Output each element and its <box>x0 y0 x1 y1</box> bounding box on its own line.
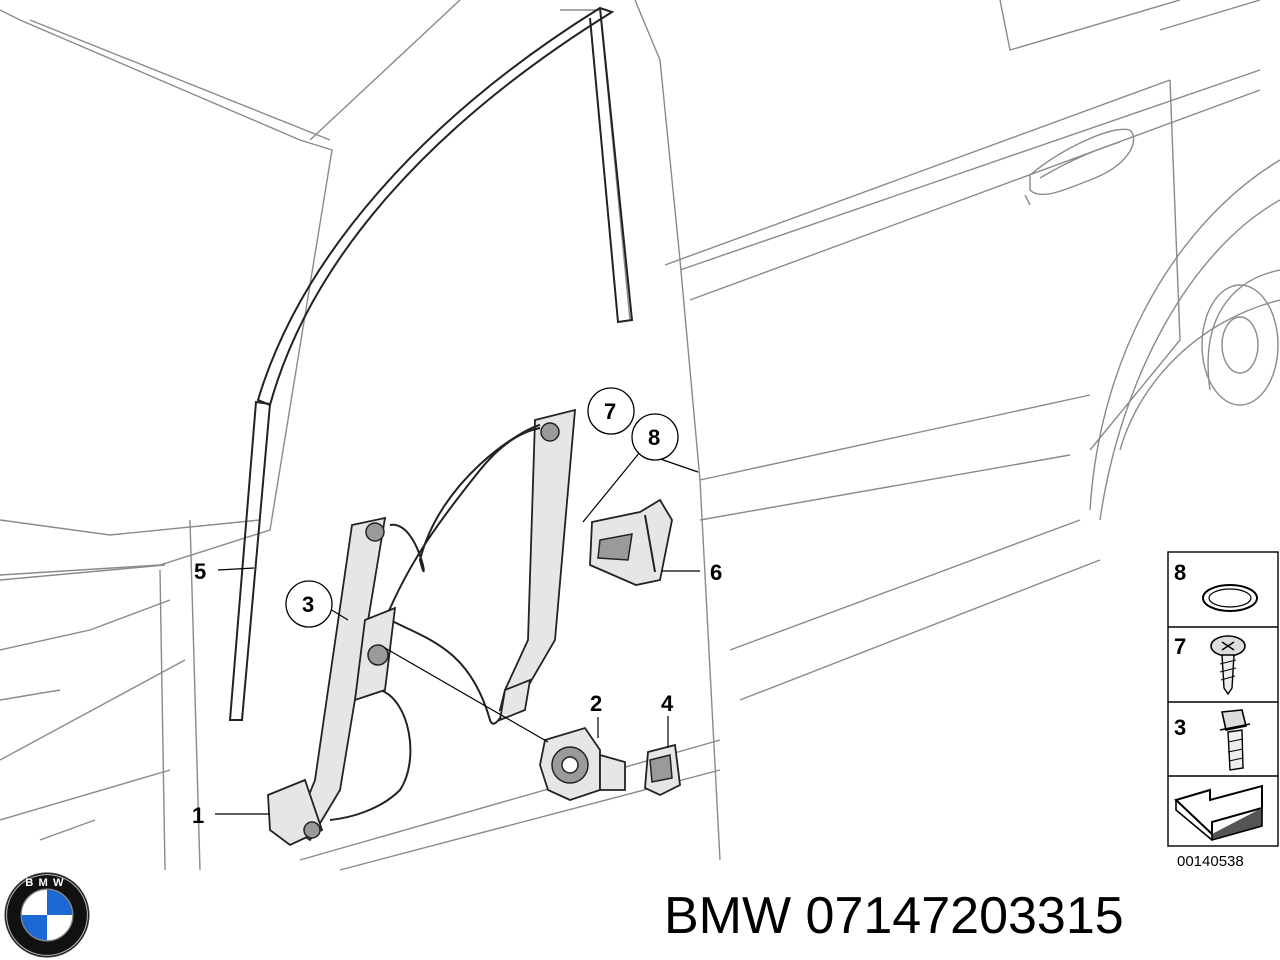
legend-label-8: 8 <box>1174 560 1186 585</box>
callout-7: 7 <box>604 399 616 424</box>
diagram-reference-code: 00140538 <box>1177 853 1244 870</box>
caption-brand: BMW <box>664 887 792 945</box>
callout-3-circle <box>285 580 333 628</box>
callout-4: 4 <box>661 691 674 716</box>
screw-icon <box>1210 635 1246 696</box>
callout-5: 5 <box>194 559 206 584</box>
legend-label-7: 7 <box>1174 634 1186 659</box>
bmw-logo-letters: BMW <box>25 877 68 889</box>
callout-labels: 1 2 3 4 5 6 7 8 <box>192 387 722 828</box>
part-connector <box>644 743 681 796</box>
callout-8-circle <box>631 413 679 461</box>
part-bracket <box>589 498 673 586</box>
callout-2: 2 <box>590 691 602 716</box>
part-window-regulator <box>267 408 577 847</box>
gasket-ring-icon <box>1202 584 1258 612</box>
callout-1: 1 <box>192 803 204 828</box>
callout-8: 8 <box>648 425 660 450</box>
part-motor <box>539 726 626 801</box>
callout-3: 3 <box>302 592 314 617</box>
bolt-icon <box>1219 709 1251 771</box>
part-window-guide-rail <box>228 6 634 721</box>
callout-7-circle <box>587 387 635 435</box>
callout-6: 6 <box>710 560 722 585</box>
legend-label-3: 3 <box>1174 715 1186 740</box>
caption-part-number: 07147203315 <box>805 887 1124 945</box>
parts-legend: 8 7 3 00140538 <box>1167 551 1279 870</box>
part-number-caption: BMW 07147203315 <box>664 880 1264 952</box>
bmw-logo-icon: BMW <box>4 872 90 958</box>
direction-arrow-icon <box>1174 784 1263 842</box>
leader-lines <box>215 451 700 815</box>
